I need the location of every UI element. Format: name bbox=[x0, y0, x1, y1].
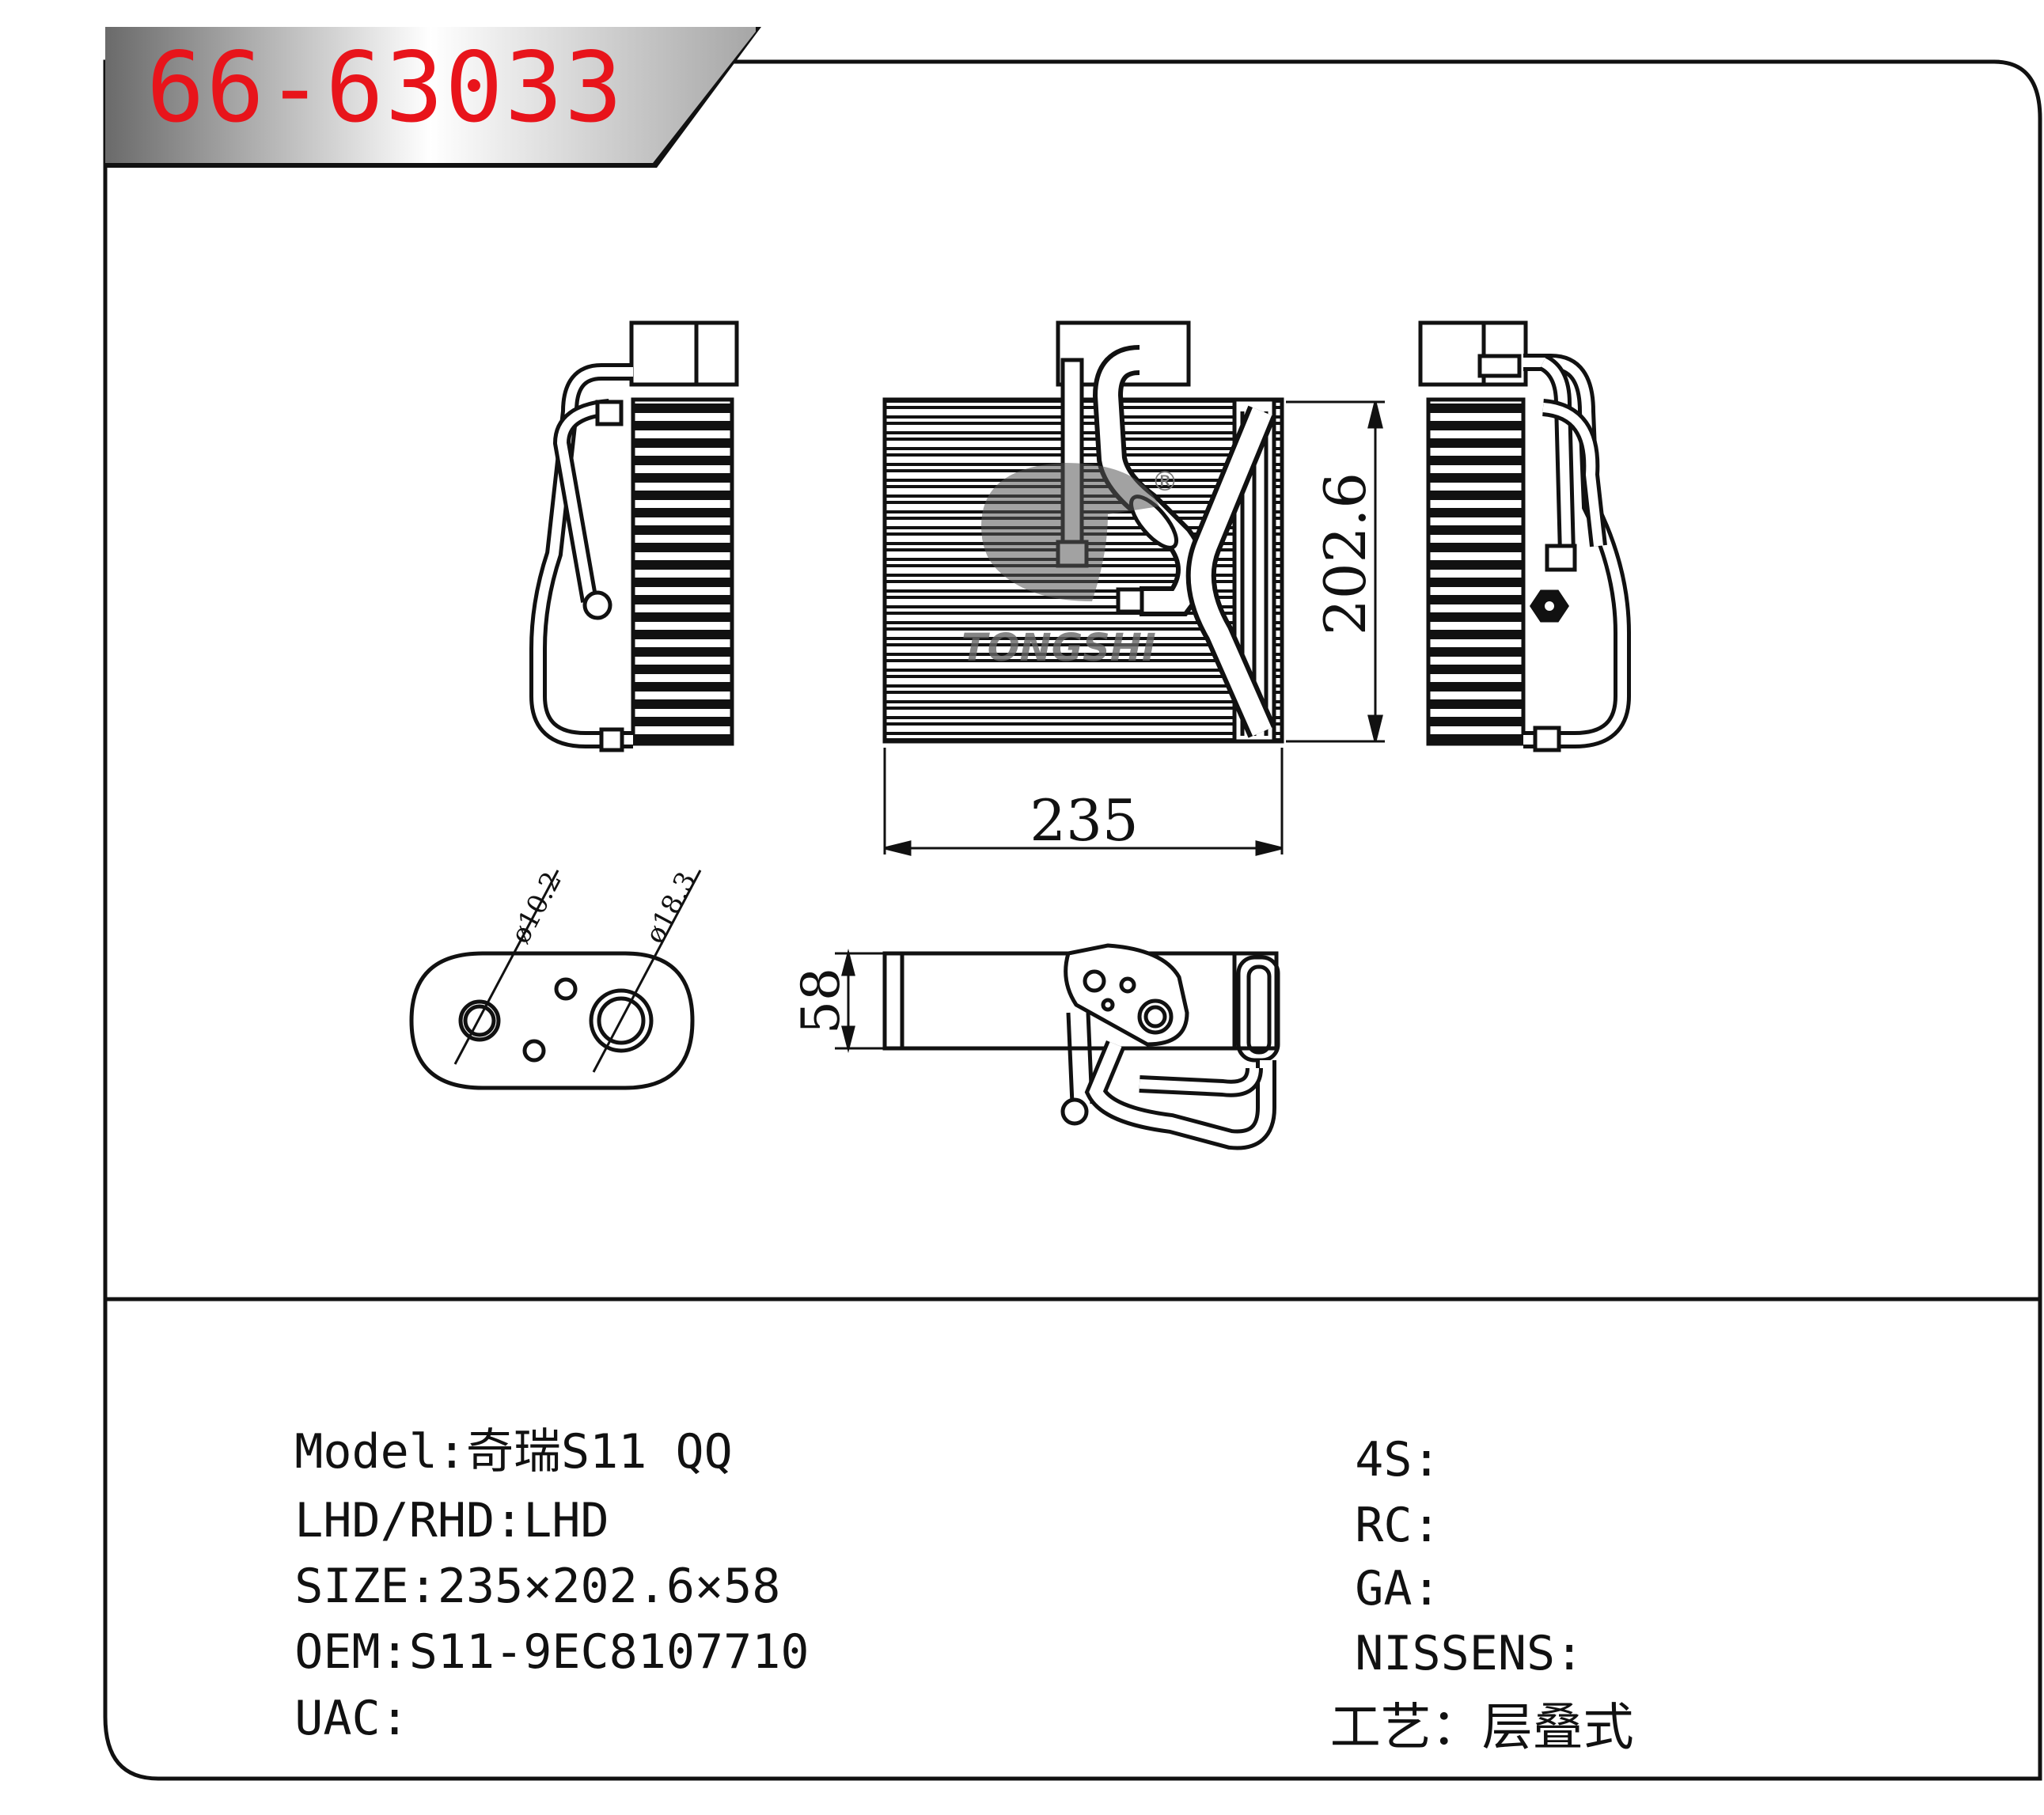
spec-oem-label: OEM bbox=[294, 1624, 381, 1680]
spec-process: 工艺：层叠式 bbox=[1329, 1699, 1634, 1757]
spec-4s-label: 4S bbox=[1355, 1432, 1413, 1487]
spec-drive-side-value: LHD bbox=[523, 1493, 609, 1548]
width-dimension bbox=[883, 748, 1284, 856]
spec-rc: RC: bbox=[1355, 1498, 1441, 1553]
spec-model: Model:奇瑞S11 QQ bbox=[294, 1424, 733, 1480]
height-label: 202.6 bbox=[1312, 472, 1378, 635]
depth-dimension bbox=[835, 949, 885, 1053]
title-tab bbox=[105, 27, 756, 163]
spec-nissens: NISSENS: bbox=[1355, 1626, 1584, 1681]
spec-size-value: 235×202.6×58 bbox=[437, 1559, 781, 1614]
port-large-label: ø18.3 bbox=[639, 867, 703, 949]
right-side-view bbox=[1418, 320, 1631, 752]
spec-drive-side-label: LHD/RHD bbox=[294, 1493, 495, 1548]
spec-4s: 4S: bbox=[1355, 1432, 1441, 1487]
spec-model-value: 奇瑞S11 QQ bbox=[466, 1424, 733, 1480]
height-dimension bbox=[1286, 400, 1385, 743]
depth-label: 58 bbox=[791, 968, 851, 1034]
top-view bbox=[882, 943, 1280, 1150]
spec-process-value: 层叠式 bbox=[1481, 1699, 1634, 1757]
spec-uac-label: UAC bbox=[294, 1691, 381, 1746]
outer-frame bbox=[103, 59, 2042, 1781]
port-flange-view bbox=[409, 870, 702, 1090]
width-label: 235 bbox=[1030, 787, 1138, 854]
watermark-text: TONGSHI bbox=[961, 626, 1156, 670]
spec-ga: GA: bbox=[1355, 1561, 1441, 1616]
part-number: 66-63033 bbox=[146, 32, 624, 144]
spec-size-label: SIZE bbox=[294, 1559, 409, 1614]
spec-size: SIZE:235×202.6×58 bbox=[294, 1559, 781, 1614]
left-side-view bbox=[529, 320, 739, 752]
spec-model-label: Model bbox=[294, 1424, 438, 1480]
spec-ga-label: GA bbox=[1355, 1561, 1413, 1616]
spec-uac: UAC: bbox=[294, 1691, 409, 1746]
spec-oem-value: S11-9EC8107710 bbox=[408, 1624, 810, 1680]
spec-oem: OEM:S11-9EC8107710 bbox=[294, 1624, 810, 1680]
spec-process-label: 工艺 bbox=[1329, 1699, 1432, 1757]
spec-nissens-label: NISSENS bbox=[1355, 1626, 1556, 1681]
port-small-label: ø10.2 bbox=[505, 867, 568, 949]
spec-rc-label: RC bbox=[1355, 1498, 1413, 1553]
spec-drive-side: LHD/RHD:LHD bbox=[294, 1493, 609, 1548]
watermark-logo bbox=[981, 463, 1159, 601]
watermark-registered: ® bbox=[1151, 466, 1178, 498]
